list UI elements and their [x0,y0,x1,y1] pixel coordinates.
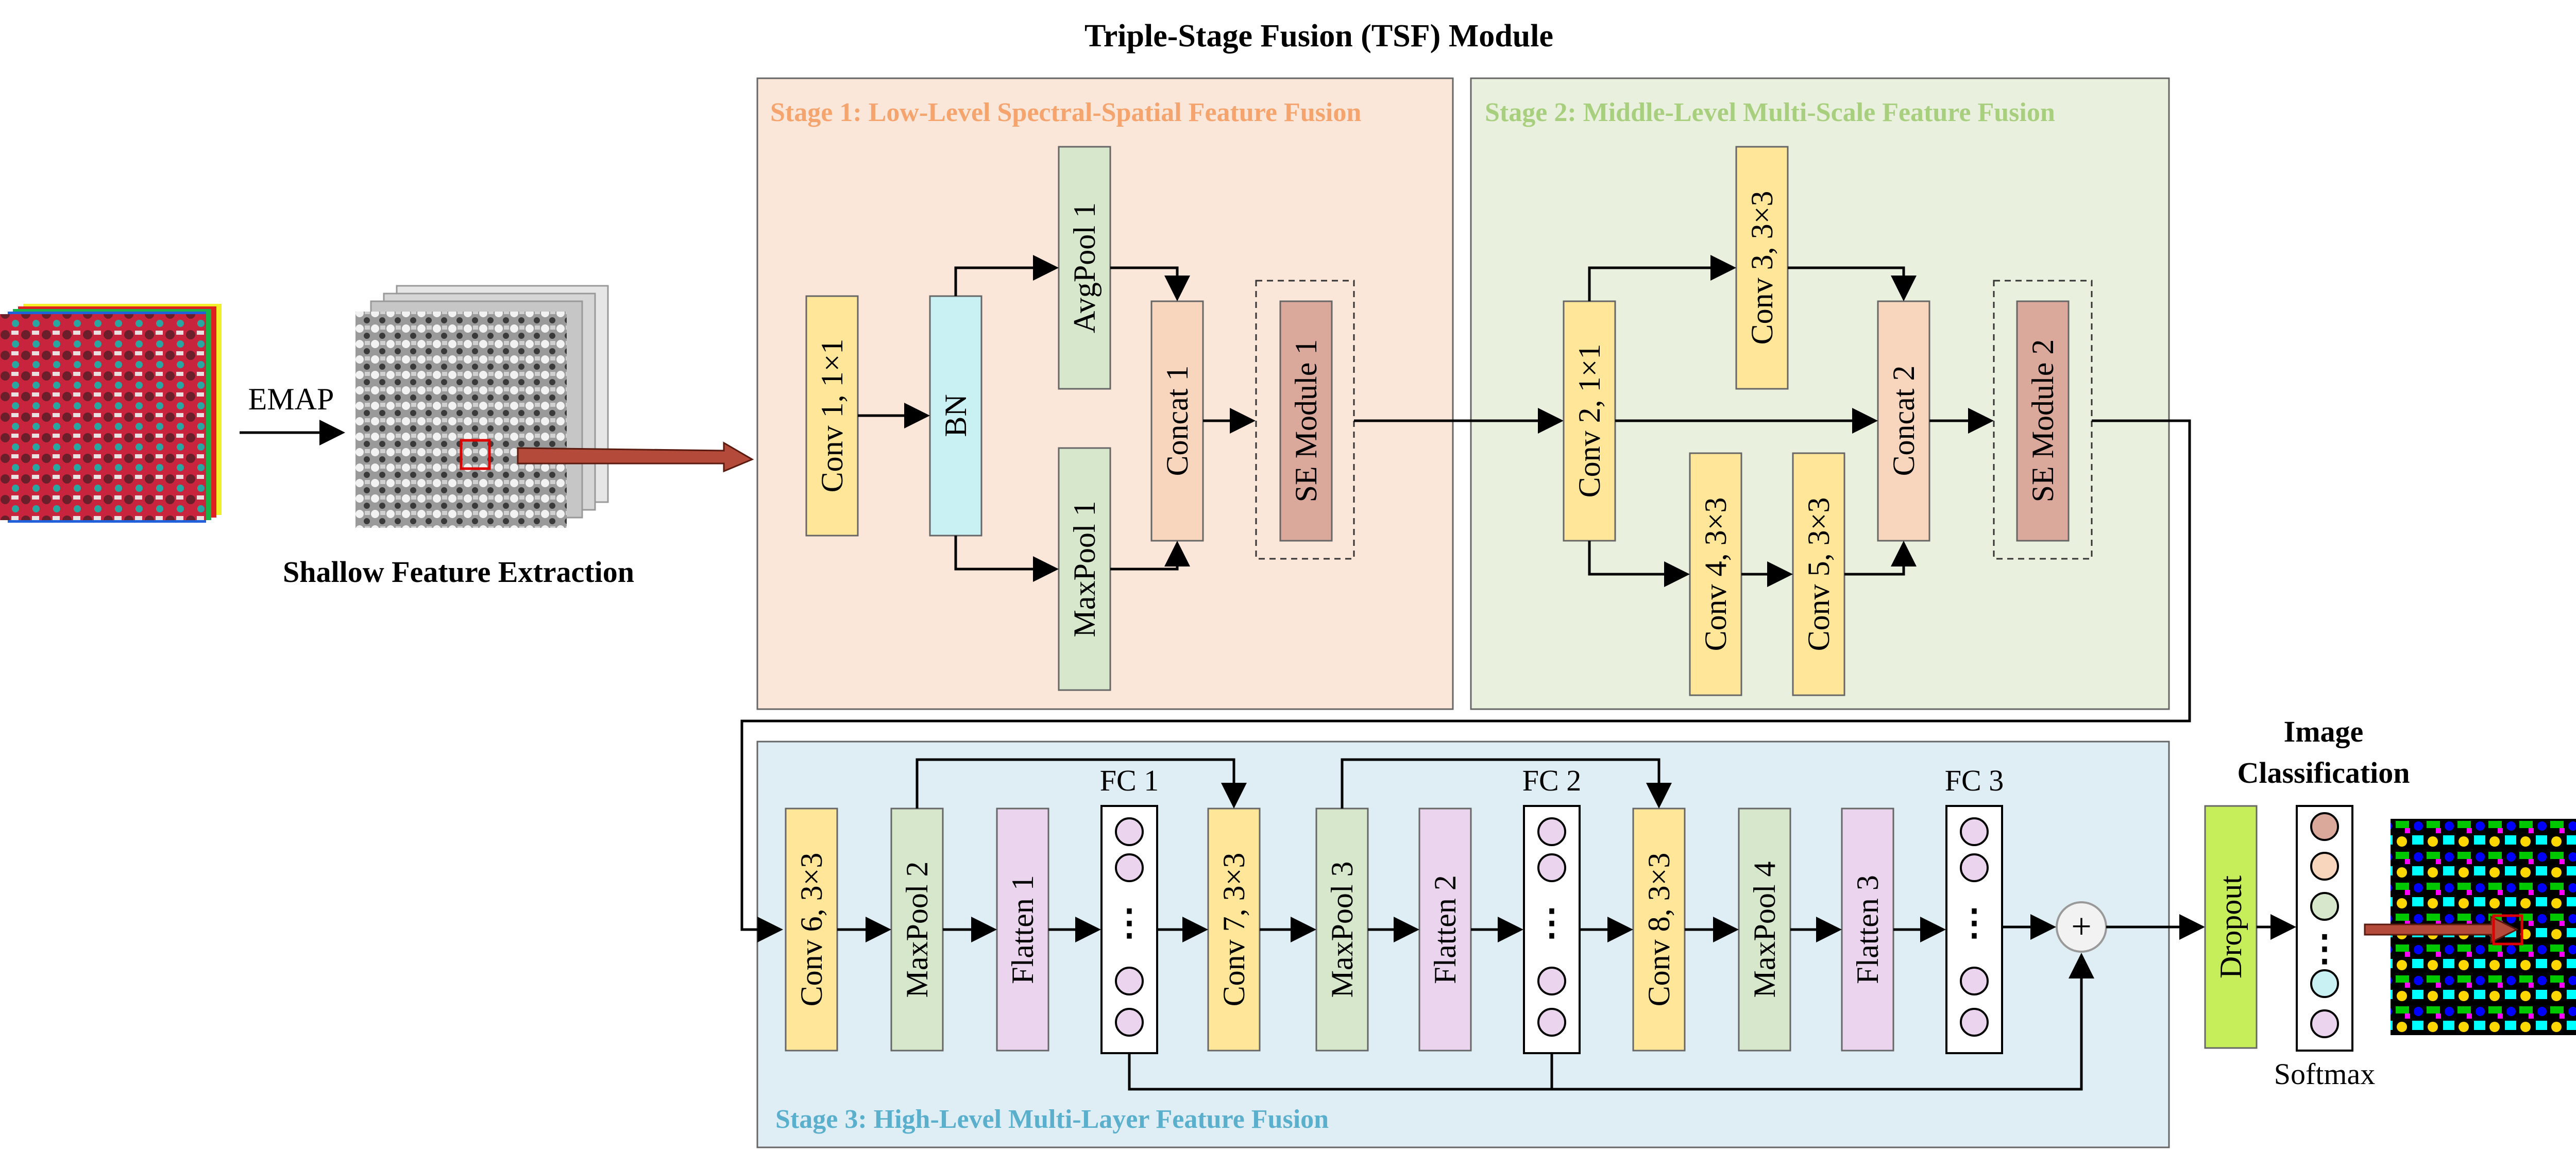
stage2-title: Stage 2: Middle-Level Multi-Scale Featur… [1485,98,2055,127]
fc2-label: FC 2 [1522,764,1581,797]
fc2-layer: ⋮ [1523,805,1581,1054]
output-title-line2: Classification [2237,756,2410,789]
emap-label: EMAP [248,382,334,416]
se2-dashed-frame [1993,280,2093,560]
svg-text:Conv 2, 1×1: Conv 2, 1×1 [1572,344,1606,498]
flatten2-block: Flatten 2 [1418,808,1472,1052]
maxpool2-block: MaxPool 2 [890,808,944,1052]
svg-text:SE Module 1: SE Module 1 [1289,339,1323,503]
svg-text:Conv 3, 3×3: Conv 3, 3×3 [1745,191,1779,345]
input-hyperspectral-image [0,304,222,523]
fc1-label: FC 1 [1100,764,1159,797]
svg-text:Conv 1, 1×1: Conv 1, 1×1 [815,339,849,493]
fc1-layer: ⋮ [1100,805,1158,1054]
patch-marker [460,439,491,470]
svg-text:MaxPool 1: MaxPool 1 [1067,501,1101,637]
svg-text:MaxPool 3: MaxPool 3 [1325,861,1359,998]
se-module1-block: SE Module 1 [1279,300,1333,542]
svg-text:AvgPool 1: AvgPool 1 [1067,202,1101,333]
softmax-label: Softmax [2274,1057,2376,1091]
classification-map [2364,819,2576,1035]
concat1-block: Concat 1 [1150,300,1204,542]
concat2-block: Concat 2 [1877,300,1930,542]
maxpool4-block: MaxPool 4 [1738,808,1791,1052]
svg-text:Dropout: Dropout [2214,875,2248,978]
sum-node: + [2056,901,2107,953]
svg-text:Conv 8, 3×3: Conv 8, 3×3 [1642,853,1676,1007]
shallow-feature-label: Shallow Feature Extraction [283,555,634,589]
svg-text:⋮: ⋮ [1956,903,1992,943]
svg-text:+: + [2071,907,2091,947]
se-module2-block: SE Module 2 [2016,300,2070,542]
svg-text:Conv 4, 3×3: Conv 4, 3×3 [1699,497,1733,651]
svg-text:Conv 6, 3×3: Conv 6, 3×3 [794,853,828,1007]
svg-text:Conv 7, 3×3: Conv 7, 3×3 [1217,853,1251,1007]
stage2-arrows [740,255,2191,942]
conv4-block: Conv 4, 3×3 [1689,452,1742,696]
svg-text:Conv 5, 3×3: Conv 5, 3×3 [1802,497,1836,651]
stage3-title: Stage 3: High-Level Multi-Layer Feature … [775,1105,1329,1134]
maxpool1-block: MaxPool 1 [1058,447,1111,691]
emap-feature-stack [355,285,609,528]
svg-text:MaxPool 2: MaxPool 2 [900,861,934,998]
stage3-arrows [837,758,2205,1091]
svg-text:BN: BN [939,394,973,437]
avgpool1-block: AvgPool 1 [1058,146,1111,390]
svg-text:Concat 2: Concat 2 [1887,366,1921,476]
bn-block: BN [929,295,982,537]
flatten3-block: Flatten 3 [1841,808,1894,1052]
svg-text:Flatten 1: Flatten 1 [1006,875,1040,984]
stage1-title: Stage 1: Low-Level Spectral-Spatial Feat… [770,98,1361,127]
flatten1-block: Flatten 1 [996,808,1049,1052]
fc3-label: FC 3 [1945,764,2004,797]
conv6-block: Conv 6, 3×3 [785,808,838,1052]
conv2-block: Conv 2, 1×1 [1563,300,1616,542]
maxpool3-block: MaxPool 3 [1315,808,1369,1052]
softmax-layer: ⋮ [2296,805,2353,1052]
conv1-block: Conv 1, 1×1 [805,295,859,537]
svg-text:⋮: ⋮ [1534,903,1570,943]
svg-text:SE Module 2: SE Module 2 [2026,339,2060,503]
conv7-block: Conv 7, 3×3 [1207,808,1261,1052]
patch-red-arrow [517,441,754,473]
svg-text:MaxPool 4: MaxPool 4 [1748,861,1782,998]
diagram-title: Triple-Stage Fusion (TSF) Module [1084,19,1553,54]
svg-text:Flatten 2: Flatten 2 [1428,875,1462,984]
stage1-arrows [858,255,1564,582]
conv8-block: Conv 8, 3×3 [1632,808,1686,1052]
svg-text:⋮: ⋮ [2307,929,2343,969]
output-title-line1: Image [2284,715,2364,748]
conv5-block: Conv 5, 3×3 [1792,452,1845,696]
conv3-block: Conv 3, 3×3 [1735,146,1789,390]
svg-text:⋮: ⋮ [1111,903,1147,943]
se1-dashed-frame [1255,280,1355,560]
svg-text:Concat 1: Concat 1 [1160,366,1194,476]
svg-text:Flatten 3: Flatten 3 [1851,875,1885,984]
dropout-block: Dropout [2204,805,2258,1049]
fc3-layer: ⋮ [1945,805,2003,1054]
